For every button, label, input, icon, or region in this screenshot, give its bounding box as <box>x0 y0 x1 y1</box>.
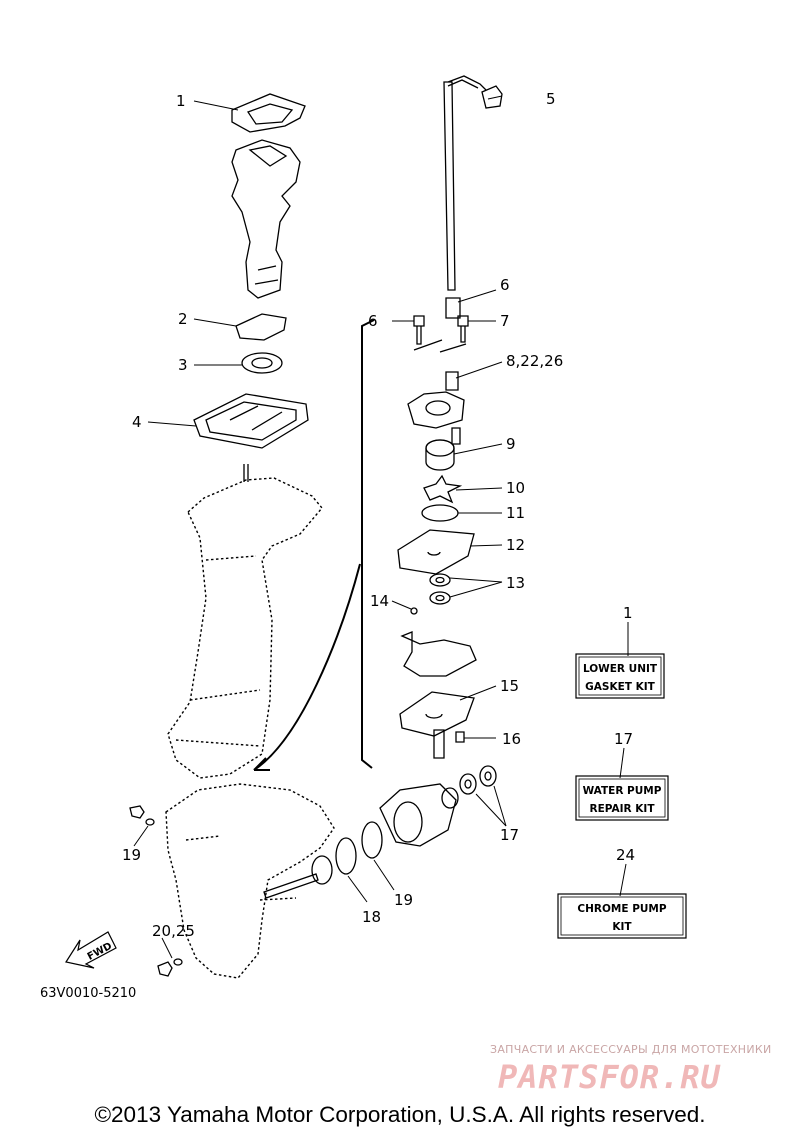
part-3-seal <box>235 313 287 341</box>
diagram-reference-code: 63V0010-5210 <box>40 986 137 1001</box>
callout-label: 13 <box>506 574 525 592</box>
exhaust-guide <box>231 139 301 299</box>
part-23 <box>455 731 465 743</box>
part-10-gasket <box>399 691 475 737</box>
part-19-bolt-left <box>413 315 425 345</box>
part-6-screw-bottom <box>157 961 173 977</box>
callout-label: 10 <box>506 479 525 497</box>
kit-line-2: GASKET KIT <box>585 681 655 693</box>
callout-label: 20,25 <box>152 922 195 940</box>
propeller-shaft <box>263 873 319 899</box>
routing-arrow <box>253 563 361 771</box>
part-9-seal-b <box>429 591 451 605</box>
part-12-seal-c <box>479 765 497 787</box>
part-19-bolt-right <box>457 315 469 343</box>
part-12-seal-b <box>459 773 477 795</box>
callout-label: 4 <box>132 413 142 431</box>
part-21-impeller <box>423 474 463 504</box>
kit-box-water-pump: WATER PUMP REPAIR KIT <box>575 775 669 821</box>
kit-number-label: 1 <box>623 604 633 622</box>
watermark-subtitle: ЗАПЧАСТИ И АКСЕССУАРЫ ДЛЯ МОТОТЕХНИКИ <box>490 1043 772 1056</box>
kit-line-2: KIT <box>612 921 632 933</box>
drive-shaft <box>433 729 445 759</box>
part-2-gasket <box>193 393 309 449</box>
callout-label: 17 <box>500 826 519 844</box>
copyright-notice: ©2013 Yamaha Motor Corporation, U.S.A. A… <box>94 1102 706 1127</box>
propshaft-housing <box>379 783 457 847</box>
callout-label: 3 <box>178 356 188 374</box>
part-14-oring <box>361 821 383 859</box>
callout-label: 14 <box>370 592 389 610</box>
kit-line-2: REPAIR KIT <box>590 803 656 815</box>
watermark-logo: PARTSFOR.RU <box>498 1058 721 1096</box>
callout-label: 7 <box>500 312 510 330</box>
part-5-gasket <box>231 93 306 133</box>
callout-label: 1 <box>176 92 186 110</box>
callout-label: 19 <box>122 846 141 864</box>
callout-label: 16 <box>502 730 521 748</box>
part-16 <box>445 297 461 319</box>
part-6-screw-top <box>129 805 145 819</box>
kit-number-label: 24 <box>616 846 635 864</box>
lower-casing <box>165 783 335 979</box>
callout-label: 11 <box>506 504 525 522</box>
callout-label: 19 <box>394 891 413 909</box>
callout-label: 2 <box>178 310 188 328</box>
kit-line-1: CHROME PUMP <box>577 903 666 915</box>
callout-label: 8,22,26 <box>506 352 563 370</box>
upper-casing <box>167 477 323 779</box>
callout-label: 12 <box>506 536 525 554</box>
kit-number-label: 17 <box>614 730 633 748</box>
kit-line-1: WATER PUMP <box>583 785 662 797</box>
part-13-oring <box>335 837 357 875</box>
kit-line-1: LOWER UNIT <box>583 663 658 675</box>
kit-box-chrome-pump: CHROME PUMP KIT <box>557 893 687 939</box>
kit-box-lower-unit: LOWER UNIT GASKET KIT <box>575 653 665 699</box>
water-tube <box>443 75 487 291</box>
part-9-seal-a <box>429 573 451 587</box>
fwd-arrow: FWD <box>65 931 117 969</box>
part-4-seal <box>241 352 283 374</box>
lower-pump-body <box>400 631 477 677</box>
part-8-plate <box>397 529 475 575</box>
part-20-insert <box>425 439 455 471</box>
callout-label: 6 <box>500 276 510 294</box>
callout-label: 18 <box>362 908 381 926</box>
routing-arrowhead <box>253 757 270 771</box>
part-18 <box>445 371 459 391</box>
part-15-grommet <box>481 85 503 109</box>
callout-label: 6 <box>368 312 378 330</box>
part-12-seal-a <box>441 787 459 809</box>
part-11-ball <box>410 607 418 615</box>
part-7-oring <box>421 504 459 522</box>
callout-label: 15 <box>500 677 519 695</box>
callout-label: 9 <box>506 435 516 453</box>
pump-housing <box>407 391 465 429</box>
bracket-line <box>361 319 375 769</box>
callout-label: 5 <box>546 90 556 108</box>
